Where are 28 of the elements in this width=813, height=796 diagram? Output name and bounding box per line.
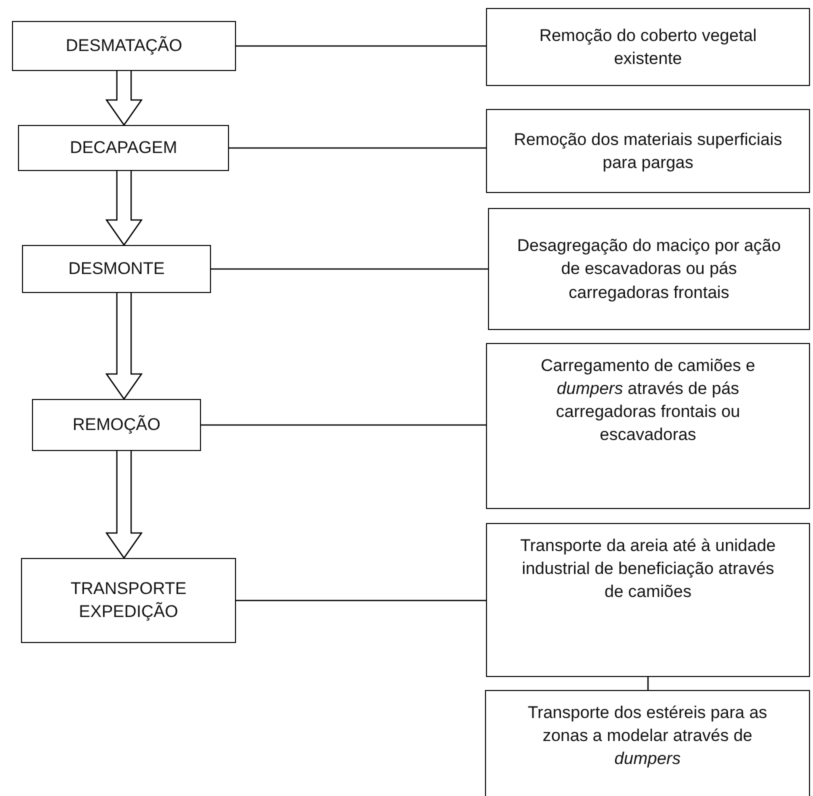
step-label: REMOÇÃO (72, 414, 160, 436)
step-label: DESMONTE (68, 258, 165, 280)
description-box (488, 208, 810, 330)
description-text: Desagregação do maciço por ação de escavadoras ou pás carregadoras frontais (516, 235, 782, 304)
process-box (22, 245, 211, 293)
connector-line (647, 677, 649, 690)
description-box (486, 343, 810, 509)
description-box (486, 523, 810, 677)
process-box (12, 21, 236, 71)
description-box (486, 109, 810, 193)
description-text: Transporte da areia até à unidade industrial de beneficiação através de camiões (519, 535, 777, 604)
description-text: Remoção do coberto vegetal existente (538, 24, 758, 70)
process-box (21, 558, 236, 643)
process-box (32, 399, 201, 451)
step-label: DECAPAGEM (70, 136, 178, 159)
step-label: DESMATAÇÃO (66, 34, 182, 57)
connector-line (211, 268, 488, 270)
connector-line (236, 45, 486, 47)
description-box (485, 690, 810, 796)
description-box (486, 8, 810, 86)
connector-line (236, 600, 486, 602)
description-text: Carregamento de camiões e dumpers através de pás carregadoras frontais ou escavadoras (540, 355, 756, 446)
connector-line (229, 147, 486, 149)
step-label: TRANSPORTE EXPEDIÇÃO (70, 578, 188, 623)
connector-line (201, 424, 486, 426)
description-text: Remoção dos materiais superficiais para pargas (513, 128, 783, 174)
process-box (18, 125, 229, 171)
description-text: Transporte dos estéreis para as zonas a modelar através de dumpers (526, 702, 768, 770)
